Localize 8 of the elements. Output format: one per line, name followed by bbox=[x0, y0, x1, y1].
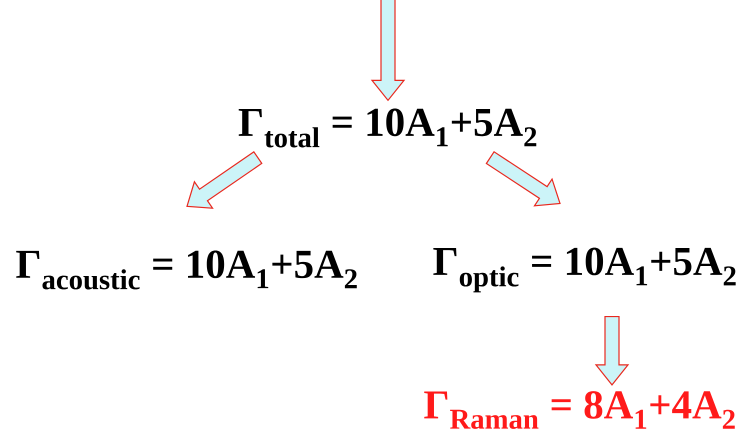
block-arrow bbox=[594, 316, 630, 386]
formula-text: Γ$_{total}$ = 10A$_{1}$+5A$_{2}$ bbox=[238, 108, 536, 148]
formula-text: Γ$_{Raman}$ = 8A$_{1}$+4A$_{2}$ bbox=[424, 391, 735, 429]
block-arrow bbox=[186, 151, 263, 209]
formula-text: Γ$_{acoustic}$ = 10A$_{1}$+5A$_{2}$ bbox=[16, 250, 357, 290]
formula-text: Γ$_{optic}$ = 10A$_{1}$+5A$_{2}$ bbox=[433, 248, 736, 292]
block-arrow bbox=[486, 150, 561, 207]
block-arrow bbox=[370, 0, 406, 102]
